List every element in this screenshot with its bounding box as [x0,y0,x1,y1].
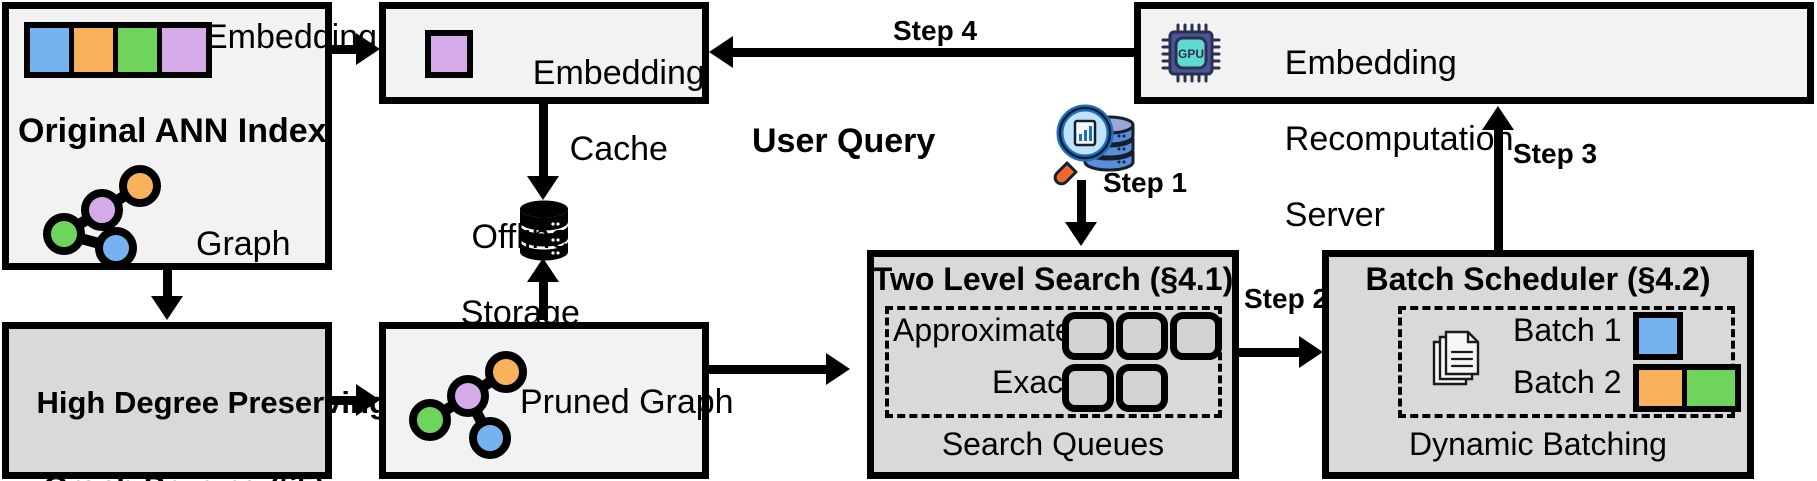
two-level-search-box [867,250,1239,479]
database-icon [520,200,568,261]
batch-2-item-green [1687,370,1735,406]
exact-label: Exact [992,364,1073,400]
batch-2-items [1633,364,1741,412]
exact-queue-row [1062,364,1168,412]
arrow-step3-head [1482,106,1514,130]
documents-icon [1432,330,1480,386]
step1-label: Step 1 [1103,167,1188,198]
step3-label: Step 3 [1513,138,1598,169]
embedding-cell-blue [30,28,74,72]
search-queues-dashed-group [885,306,1222,418]
step4-label: Step 4 [893,15,978,46]
arrow-cache-to-storage-shaft [539,104,548,180]
arrow-step3-shaft [1494,130,1503,250]
embedding-cache-line1: Embedding [532,54,705,93]
batch-1-label: Batch 1 [1513,312,1622,348]
arrow-step1-head [1065,222,1097,246]
step2-label: Step 2 [1244,283,1329,314]
graph-label: Graph [196,225,291,263]
arrow-step4-shaft [733,48,1134,57]
recomp-line3: Server [1284,196,1385,235]
embedding-cache-label: Embedding Cache [495,16,705,206]
recomputation-server-label: Embedding Recomputation Server [1247,6,1514,273]
embedding-cell-orange [74,28,118,72]
pruning-line2: Graph Pruning (§5) [44,469,325,481]
arrow-index-to-cache-head [356,33,380,65]
dynamic-batching-dashed-group [1398,306,1735,418]
arrow-pruned-to-storage-head [527,258,559,282]
batch-scheduler-title: Batch Scheduler (§4.2) [1365,261,1711,297]
graph-pruning-label: High Degree Preserving Graph Pruning (§5… [2,340,387,481]
arrow-pruning-to-pruned-head [356,384,380,416]
original-ann-index-title: Original ANN Index [18,112,327,150]
gpu-chip-icon: GPU [1161,23,1221,83]
batch-1-item-blue [1633,312,1683,360]
arrow-cache-to-storage-head [527,176,559,200]
user-query-label: User Query [752,122,936,160]
arrow-pruned-to-search-head [826,353,850,385]
arrow-step2-shaft [1239,348,1307,357]
pruned-graph-icon [409,351,527,459]
recomp-line1: Embedding [1284,44,1457,83]
approximate-queue-slot[interactable] [1170,312,1222,360]
arrow-pruned-to-search-shaft [709,365,834,374]
arrow-pruned-to-storage-shaft [539,282,548,320]
arrow-step4-head [709,36,733,68]
search-queues-footer: Search Queues [941,426,1165,462]
approximate-queue-row [1062,312,1222,360]
arrow-index-to-pruning-head [151,296,183,320]
embedding-cell-green [118,28,162,72]
svg-text:GPU: GPU [1178,47,1204,61]
recomp-line2: Recomputation [1284,120,1514,159]
graph-pruning-box [2,322,332,479]
two-level-search-title: Two Level Search (§4.1) [872,261,1234,297]
pruned-graph-label: Pruned Graph [520,383,734,421]
exact-queue-slot[interactable] [1116,364,1168,412]
exact-queue-slot[interactable] [1062,364,1114,412]
approximate-queue-slot[interactable] [1116,312,1168,360]
embedding-cache-line2: Cache [569,130,668,169]
dynamic-batching-footer: Dynamic Batching [1409,426,1667,462]
approximate-queue-slot[interactable] [1062,312,1114,360]
arrow-step1-shaft [1077,180,1086,228]
batch-2-item-orange [1639,370,1687,406]
arrow-pruning-to-pruned-shaft [332,396,364,405]
arrow-step2-head [1299,336,1323,368]
embedding-vector-swatches [24,22,212,78]
batch-2-label: Batch 2 [1513,364,1622,400]
embedding-cache-swatch [425,30,473,78]
approximate-label: Approximate [893,312,1073,348]
arrow-index-to-cache-shaft [332,45,364,54]
arrow-index-to-pruning-shaft [163,270,172,299]
original-graph-icon [43,165,161,269]
recomputation-server-box [1134,2,1814,104]
search-database-icon [1053,104,1135,186]
embedding-cell-purple [162,28,206,72]
